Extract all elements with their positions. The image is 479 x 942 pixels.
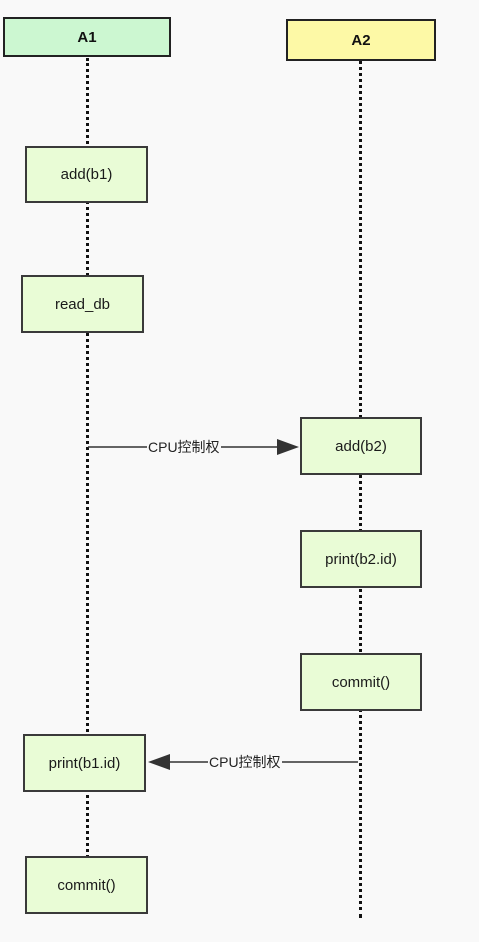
lane-header-a1: A1: [3, 17, 171, 57]
a1-step-label: print(b1.id): [48, 754, 121, 772]
message-label-a2-to-a1: CPU控制权: [208, 754, 282, 770]
arrowhead-right-icon: [277, 439, 299, 455]
a2-step-print: print(b2.id): [300, 530, 422, 588]
a1-step-label: commit(): [57, 876, 116, 894]
message-label-a1-to-a2: CPU控制权: [147, 439, 221, 455]
a2-step-commit: commit(): [300, 653, 422, 711]
a1-step-print: print(b1.id): [23, 734, 146, 792]
a1-step-label: read_db: [54, 295, 111, 313]
a1-step-add: add(b1): [25, 146, 148, 203]
lane-label-a2: A2: [351, 31, 371, 49]
a1-step-commit: commit(): [25, 856, 148, 914]
lifeline-a2: [359, 60, 362, 918]
arrowhead-left-icon: [148, 754, 170, 770]
a2-step-label: add(b2): [335, 437, 387, 455]
a2-step-label: print(b2.id): [325, 550, 397, 568]
a1-step-label: add(b1): [60, 166, 113, 183]
lifeline-a1: [86, 58, 89, 858]
a2-step-add: add(b2): [300, 417, 422, 475]
lane-label-a1: A1: [77, 28, 97, 46]
a1-step-read-db: read_db: [21, 275, 144, 333]
lane-header-a2: A2: [286, 19, 436, 61]
a2-step-label: commit(): [331, 673, 391, 691]
